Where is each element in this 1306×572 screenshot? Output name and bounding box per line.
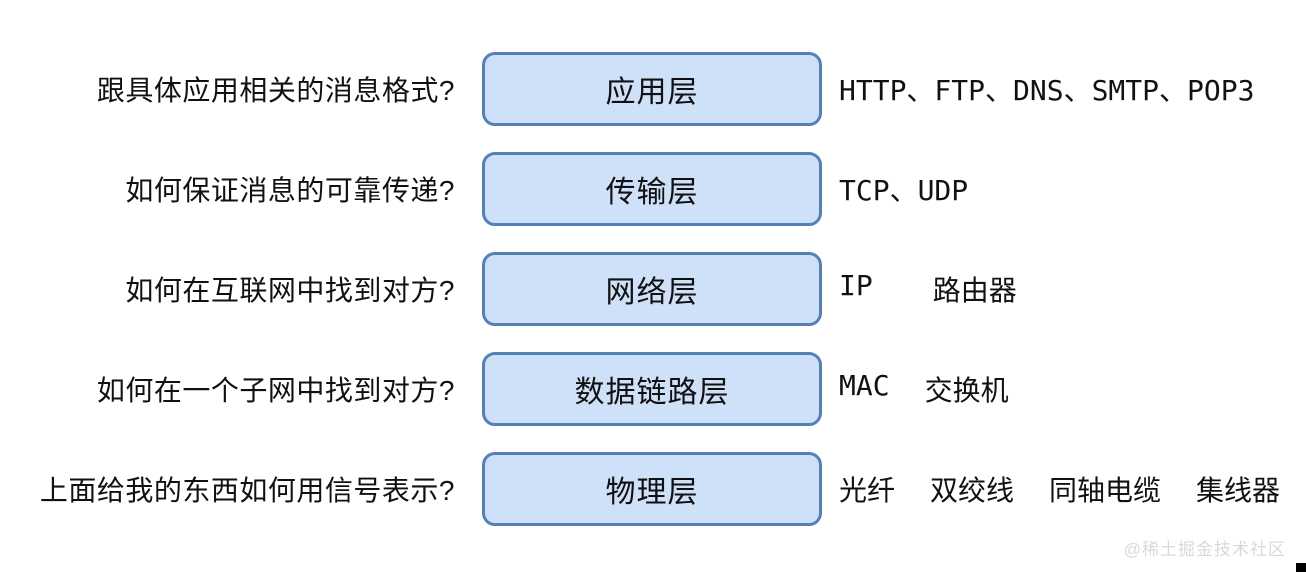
- layer-question: 如何在一个子网中找到对方?: [96, 375, 455, 406]
- layer-question: 如何在互联网中找到对方?: [125, 275, 455, 306]
- layer-question: 如何保证消息的可靠传递?: [125, 175, 455, 206]
- tech-item: 路由器: [932, 274, 1017, 307]
- tech-item: IP: [839, 269, 873, 302]
- layer-box-transport: 传输层: [482, 152, 822, 226]
- tech-item: TCP、UDP: [839, 174, 969, 207]
- layer-row-datalink: 如何在一个子网中找到对方? 数据链路层 MAC 交换机: [0, 339, 1306, 439]
- layer-row-network: 如何在互联网中找到对方? 网络层 IP 路由器: [0, 239, 1306, 339]
- layer-box-physical: 物理层: [482, 452, 822, 526]
- layer-question: 跟具体应用相关的消息格式?: [96, 75, 455, 106]
- tech-item: 双绞线: [930, 474, 1015, 507]
- tech-item: 同轴电缆: [1049, 474, 1162, 507]
- corner-mark: [1296, 563, 1306, 572]
- layer-box-datalink: 数据链路层: [482, 352, 822, 426]
- layer-row-application: 跟具体应用相关的消息格式? 应用层 HTTP、FTP、DNS、SMTP、POP3: [0, 39, 1306, 139]
- tech-item: 交换机: [924, 374, 1009, 407]
- tech-item: MAC: [839, 369, 890, 402]
- layer-row-transport: 如何保证消息的可靠传递? 传输层 TCP、UDP: [0, 139, 1306, 239]
- tech-item: HTTP、FTP、DNS、SMTP、POP3: [839, 74, 1255, 107]
- layer-question: 上面给我的东西如何用信号表示?: [39, 475, 455, 506]
- layer-label: 应用层: [605, 76, 699, 109]
- layer-label: 网络层: [605, 276, 699, 309]
- tech-item: 光纤: [839, 474, 896, 507]
- tech-list: MAC 交换机: [839, 369, 1009, 409]
- watermark: @稀土掘金技术社区: [1123, 540, 1286, 559]
- layer-label: 物理层: [605, 476, 699, 509]
- layer-label: 传输层: [605, 176, 699, 209]
- tech-list: TCP、UDP: [839, 169, 968, 209]
- tech-item: 集线器: [1196, 474, 1281, 507]
- layer-label: 数据链路层: [574, 376, 730, 409]
- tech-list: 光纤 双绞线 同轴电缆 集线器: [839, 469, 1280, 509]
- layer-row-physical: 上面给我的东西如何用信号表示? 物理层 光纤 双绞线 同轴电缆 集线器: [0, 439, 1306, 539]
- tech-list: IP 路由器: [839, 269, 1017, 309]
- layer-box-network: 网络层: [482, 252, 822, 326]
- tech-list: HTTP、FTP、DNS、SMTP、POP3: [839, 69, 1254, 109]
- layer-box-application: 应用层: [482, 52, 822, 126]
